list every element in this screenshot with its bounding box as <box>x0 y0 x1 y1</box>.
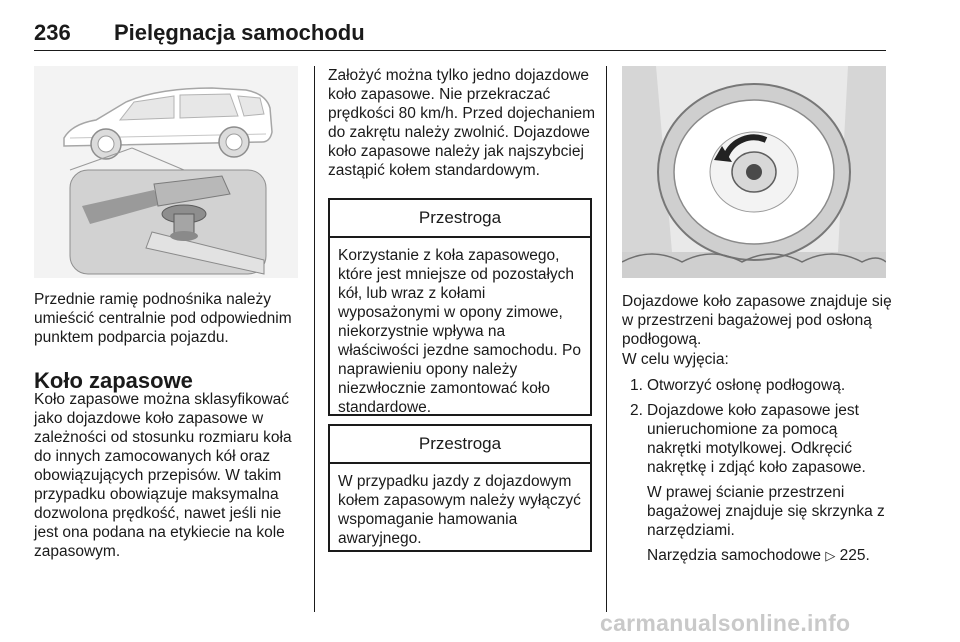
step-number: 2. <box>630 402 643 419</box>
removal-intro: W celu wyjęcia: <box>622 351 729 368</box>
jack-placement-illustration <box>34 66 298 278</box>
column-divider <box>606 66 607 612</box>
column-divider <box>314 66 315 612</box>
chapter-title: Pielęgnacja samochodu <box>114 20 365 45</box>
caution-text: Korzystanie z koła zapasowego, które jes… <box>338 247 581 416</box>
caution-text: W przypadku jazdy z dojazdowym kołem zap… <box>338 473 581 547</box>
spare-wheel-location-caption: Dojazdowe koło zapasowe znajduje się w p… <box>622 293 892 348</box>
step-text: Dojazdowe koło zapasowe jest unieruchomi… <box>647 402 866 476</box>
section-heading-spare-wheel: Koło zapasowe <box>34 368 193 393</box>
reference-page-link[interactable]: 225. <box>839 547 870 564</box>
arrow-right-icon: ▷ <box>825 548 836 563</box>
caution-title: Przestroga <box>330 200 590 238</box>
spare-wheel-description: Koło zapasowe można sklasyfikować jako d… <box>34 391 292 560</box>
step-number: 1. <box>630 377 643 394</box>
compact-spare-intro-text: Założyć można tylko jedno dojazdowe koło… <box>328 67 596 179</box>
jack-figure-caption: Przednie ramię podnośnika należy umieści… <box>34 291 292 346</box>
step-note: W prawej ścianie przestrzeni bagażowej z… <box>647 484 885 539</box>
caution-title: Przestroga <box>330 426 590 464</box>
reference-text: Narzędzia samochodowe <box>647 547 822 564</box>
list-item: 2. Dojazdowe koło zapasowe jest unieruch… <box>622 401 892 565</box>
page-header: 236 Pielęgnacja samochodu <box>34 20 886 51</box>
spare-wheel-trunk-illustration <box>622 66 886 278</box>
page-number: 236 <box>34 20 71 45</box>
list-item: 1. Otworzyć osłonę podłogową. <box>622 376 892 395</box>
watermark: carmanualsonline.info <box>600 610 851 636</box>
step-text: Otworzyć osłonę podłogową. <box>647 377 846 394</box>
removal-steps: 1. Otworzyć osłonę podłogową. 2. Dojazdo… <box>622 376 892 571</box>
tools-reference: Narzędzia samochodowe ▷ 225. <box>647 546 892 565</box>
caution-box: Przestroga Korzystanie z koła zapasowego… <box>328 198 592 416</box>
caution-box: Przestroga W przypadku jazdy z dojazdowy… <box>328 424 592 552</box>
